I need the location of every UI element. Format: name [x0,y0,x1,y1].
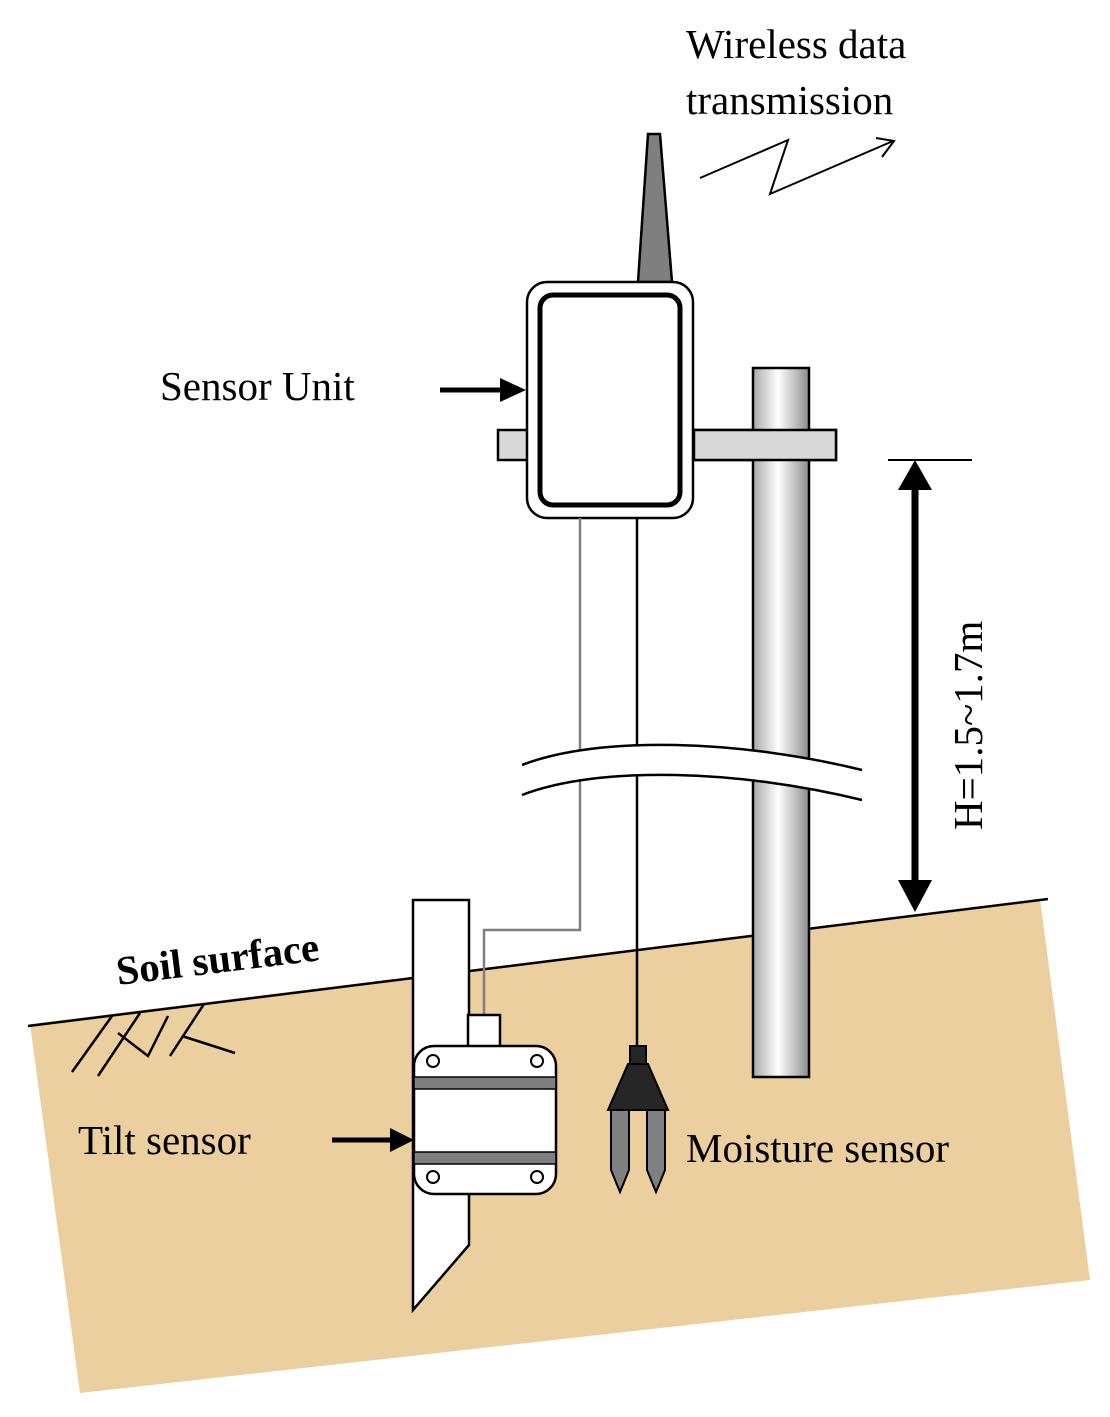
tilt-sensor-cable [482,518,582,1015]
bolt-top-right [530,1054,544,1068]
bolt-top-left [426,1054,440,1068]
break-symbol-bottom [521,773,863,802]
wireless-label-line2: transmission [686,77,893,123]
bolt-bottom-right [530,1170,544,1184]
tilt-sensor-connector [466,1013,502,1050]
height-label: H=1.5~1.7m [945,621,991,830]
wireless-label-line1: Wireless data [686,21,906,67]
tilt-sensor-housing [412,1044,558,1196]
support-pole [751,366,811,1079]
lightning-arrow-icon [699,137,896,196]
clamp-band-top [413,1076,557,1090]
moisture-sensor-label: Moisture sensor [686,1125,949,1171]
height-arrow-top [898,460,932,490]
clamp-band-bottom [413,1151,557,1165]
soil-surface-line [27,897,1049,1028]
sensor-unit-label: Sensor Unit [160,363,355,409]
moisture-sensor-probe [606,1045,670,1195]
mounting-bracket-front [692,428,838,462]
soil-hatch-icon [70,1003,236,1077]
soil-region [30,899,1090,1393]
height-arrow-bottom [898,880,932,912]
tilt-sensor-label: Tilt sensor [78,1117,251,1163]
probe-tine-left [610,1109,630,1195]
sensor-unit-inner [537,292,683,508]
break-symbol-fill [522,744,862,800]
sensor-unit-arrow [440,378,526,402]
soil-surface-label: Soil surface [113,923,321,993]
bolt-bottom-left [426,1170,440,1184]
tilt-sensor-arrow [332,1128,414,1152]
antenna-icon [636,132,674,284]
probe-tine-right [646,1109,666,1195]
break-symbol-top [521,743,863,772]
